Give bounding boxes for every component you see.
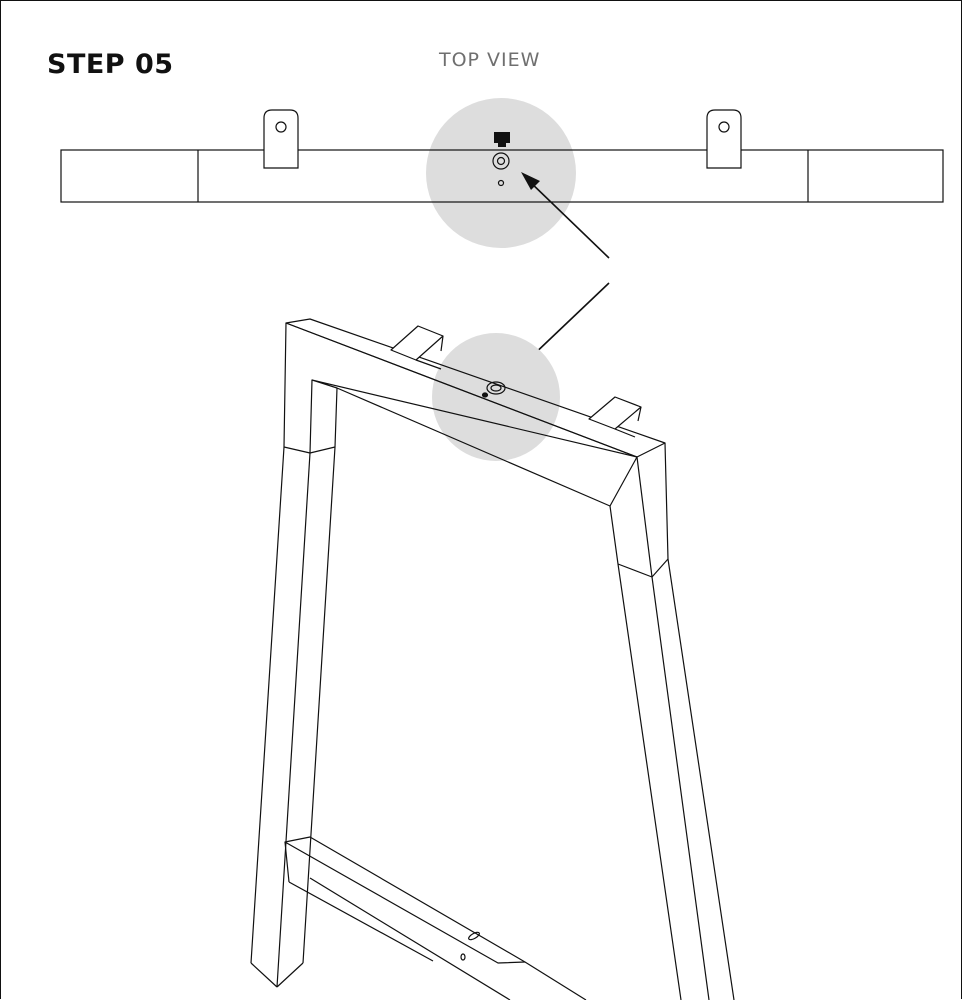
frame-tab-right-side (637, 406, 642, 422)
right-leg-middle-edge (636, 456, 710, 1000)
frame-tab-left-edge (415, 359, 442, 370)
right-leg-inner-edge (609, 505, 682, 1000)
center-bolt-hole-outer (492, 152, 510, 170)
cross-bar-hole-top (468, 931, 480, 941)
mounting-tab-right (706, 109, 742, 169)
frame-tab-left (390, 325, 444, 361)
arrow-down-line (527, 282, 610, 361)
left-leg-joint-b (309, 446, 336, 454)
step-label: STEP 05 (47, 49, 174, 80)
tab-hole-left (275, 121, 287, 133)
cross-bar-end-a (284, 841, 290, 883)
view-label: TOP VIEW (439, 49, 541, 71)
frame-tab-left-side (440, 335, 444, 352)
mounting-tab-left (263, 109, 299, 169)
top-view (60, 98, 944, 248)
arrow-up-head (521, 172, 540, 190)
cross-bar-front-edge (288, 881, 434, 962)
arrow-up-line (526, 178, 610, 259)
right-leg-joint-b (651, 558, 669, 578)
frame (250, 318, 735, 1000)
left-leg-foot-b (276, 962, 304, 988)
bracket (494, 132, 510, 147)
top-rail-outline (60, 149, 944, 203)
right-leg-joint-a (617, 563, 653, 578)
frame-bolt-hole-inner (490, 384, 502, 392)
pilot-hole (497, 179, 505, 187)
right-leg-outer-edge (664, 442, 735, 1000)
top-rail-outer-edge (285, 322, 638, 458)
frame-tab-right (588, 396, 642, 430)
frame-bolt-hole-outer (486, 381, 506, 395)
left-leg-joint-a (283, 446, 311, 454)
left-leg-foot-a (250, 962, 278, 988)
cross-bar-lower-edge (309, 877, 511, 1000)
highlight-circle-top (426, 98, 576, 248)
center-bolt-hole-inner (496, 156, 506, 166)
frame-tab-right-edge (614, 428, 636, 438)
cross-bar-inner-edge (524, 961, 587, 1000)
frame-pilot-hole (481, 392, 489, 398)
tab-hole-right (718, 121, 730, 133)
left-leg-outer-edge (250, 322, 287, 964)
cross-bar-hole-front (460, 953, 466, 961)
highlight-circle-frame (432, 333, 560, 461)
